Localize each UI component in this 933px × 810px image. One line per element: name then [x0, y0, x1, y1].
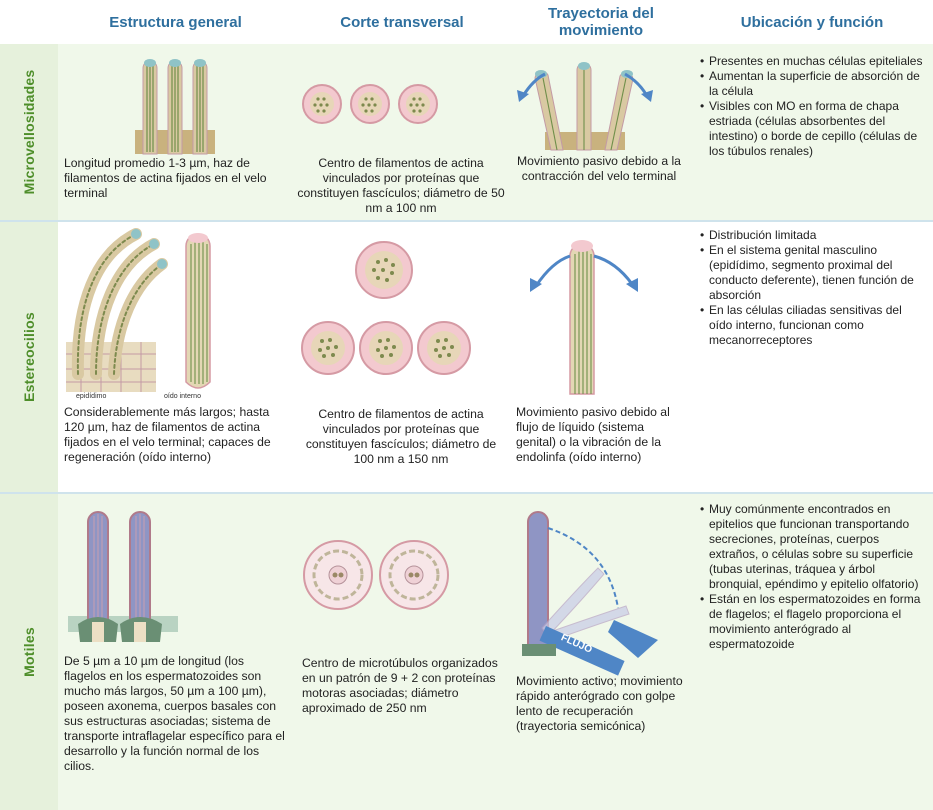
funcion-item: Visibles con MO en forma de chapa estria…: [700, 99, 928, 159]
row-motiles: Motiles De 5 µm a 10 µm de longitud (los…: [0, 494, 933, 810]
stereocilia-movement-figure: [530, 240, 638, 395]
row-separator: [0, 220, 933, 222]
motile-cilia-structure-figure: [68, 511, 178, 642]
header-trayectoria: Trayectoria del movimiento: [548, 5, 654, 39]
motile-movement-figure: FLUJO: [522, 511, 658, 676]
stereocilia-epididimo-figure: [66, 228, 168, 392]
row-microvellosidades: Microvellosidades Longitud promedio 1-3 …: [0, 44, 933, 220]
row-label: Motiles: [21, 627, 37, 677]
stereocilia-oido-figure: [185, 233, 211, 389]
header-ubicacion: Ubicación y función: [740, 13, 884, 31]
caption-corte: Centro de filamentos de actina vinculado…: [297, 156, 505, 215]
fig-label-oido: oído interno: [164, 393, 201, 400]
funcion-list: Presentes en muchas células epiteliales …: [700, 54, 928, 159]
caption-corte: Centro de microtúbulos organizados en un…: [302, 656, 498, 715]
row-side-band: Estereocilios: [0, 222, 58, 492]
caption-corte: Centro de filamentos de actina vinculado…: [305, 407, 497, 466]
funcion-item: Aumentan la superficie de absorción de l…: [700, 69, 928, 99]
microvilli-structure-figure: [135, 59, 215, 155]
funcion-list: Muy comúnmente encontrados en epitelios …: [700, 502, 928, 652]
stereocilia-cross-section-figure: [301, 241, 471, 375]
funcion-item: En las células ciliadas sensitivas del o…: [700, 303, 928, 348]
row-side-band: Motiles: [0, 494, 58, 810]
funcion-item: Distribución limitada: [700, 228, 928, 243]
header-estructura: Estructura general: [109, 13, 242, 31]
header-corte: Corte transversal: [340, 13, 464, 31]
motile-cross-section-figure: [303, 540, 449, 610]
funcion-item: Muy comúnmente encontrados en epitelios …: [700, 502, 928, 592]
funcion-list: Distribución limitada En el sistema geni…: [700, 228, 928, 348]
row-separator: [0, 492, 933, 494]
caption-trayectoria: Movimiento activo; movimiento rápido ant…: [516, 674, 683, 733]
actin-dots: [318, 258, 454, 358]
caption-estructura: Longitud promedio 1-3 µm, haz de filamen…: [64, 156, 267, 200]
row-estereocilios: Estereocilios epidídimo: [0, 222, 933, 492]
caption-estructura: De 5 µm a 10 µm de longitud (los flagelo…: [64, 654, 285, 773]
fig-label-epididimo: epidídimo: [76, 393, 107, 400]
caption-trayectoria: Movimiento pasivo debido a la contracció…: [517, 154, 681, 183]
row-side-band: Microvellosidades: [0, 44, 58, 220]
caption-estructura: Considerablemente más largos; hasta 120 …: [64, 405, 271, 464]
row-label: Estereocilios: [21, 312, 37, 402]
row-label: Microvellosidades: [21, 69, 37, 195]
funcion-item: Presentes en muchas células epiteliales: [700, 54, 928, 69]
microvilli-movement-figure: [517, 62, 653, 151]
funcion-item: Están en los espermatozoides en forma de…: [700, 592, 928, 652]
microvilli-cross-section-figure: [302, 84, 438, 124]
funcion-item: En el sistema genital masculino (epidídi…: [700, 243, 928, 303]
caption-trayectoria: Movimiento pasivo debido al flujo de líq…: [516, 405, 670, 464]
